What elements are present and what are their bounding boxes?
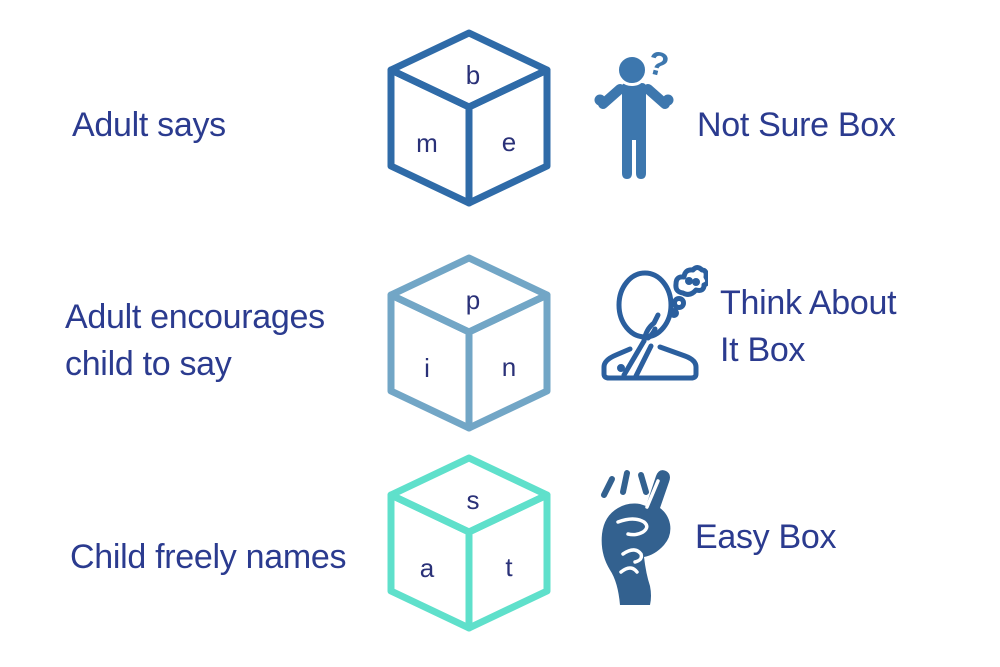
cube-letter-left: m — [416, 128, 438, 158]
row1-right-label: Not Sure Box — [697, 106, 896, 144]
cube-letter-top: s — [467, 485, 480, 515]
thought-trail-bubble-large — [672, 296, 686, 310]
thinker-knuckle — [645, 326, 658, 341]
person-left-arm — [598, 84, 625, 109]
cube-bme: b m e — [387, 29, 551, 207]
cube-sat: s a t — [387, 454, 551, 632]
cube-pin: p i n — [387, 254, 551, 432]
cube-letters: s a t — [420, 485, 514, 583]
row3-right-label: Easy Box — [695, 518, 837, 556]
person-left-hand — [594, 94, 606, 106]
thought-trail-bubble-small — [669, 308, 679, 318]
thinker-body — [601, 344, 699, 381]
cube-letter-left: a — [420, 553, 435, 583]
thought-dot-1 — [685, 277, 693, 285]
thinker-finger — [641, 312, 661, 344]
row2-right-label: Think About It Box — [720, 284, 897, 369]
shrugging-person-icon: ? — [594, 45, 674, 179]
thought-dot-2 — [692, 278, 700, 286]
thinker-forearm — [621, 338, 647, 378]
cube-letter-right: t — [505, 552, 513, 582]
row3-left-label: Child freely names — [70, 538, 347, 576]
snap-hand-details — [616, 479, 660, 574]
question-mark-glyph: ? — [644, 45, 673, 84]
cube-letter-top: b — [466, 60, 480, 90]
thinking-person-icon — [601, 265, 708, 381]
cube-letters: b m e — [416, 60, 516, 158]
thought-bubble-cloud — [673, 265, 708, 297]
thinker-forearm-inner — [633, 343, 654, 379]
person-head — [616, 54, 648, 86]
snap-motion-lines — [601, 470, 649, 498]
row1-left-label: Adult says — [72, 106, 226, 144]
cube-letter-top: p — [466, 285, 480, 315]
cube-outline — [387, 454, 551, 632]
cube-letter-right: n — [502, 352, 516, 382]
thinker-head — [616, 270, 674, 340]
person-right-hand — [662, 94, 674, 106]
person-right-arm — [643, 84, 670, 109]
snap-hand-silhouette — [601, 470, 671, 605]
cube-outline — [387, 29, 551, 207]
cube-outline — [387, 254, 551, 432]
row2-left-label: Adult encourages child to say — [65, 298, 325, 383]
person-body — [622, 83, 646, 179]
cube-letter-right: e — [502, 127, 516, 157]
cube-letter-left: i — [424, 353, 430, 383]
cube-letters: p i n — [424, 285, 516, 383]
thinker-elbow-dot — [617, 364, 625, 372]
snapping-fingers-icon — [601, 470, 671, 605]
